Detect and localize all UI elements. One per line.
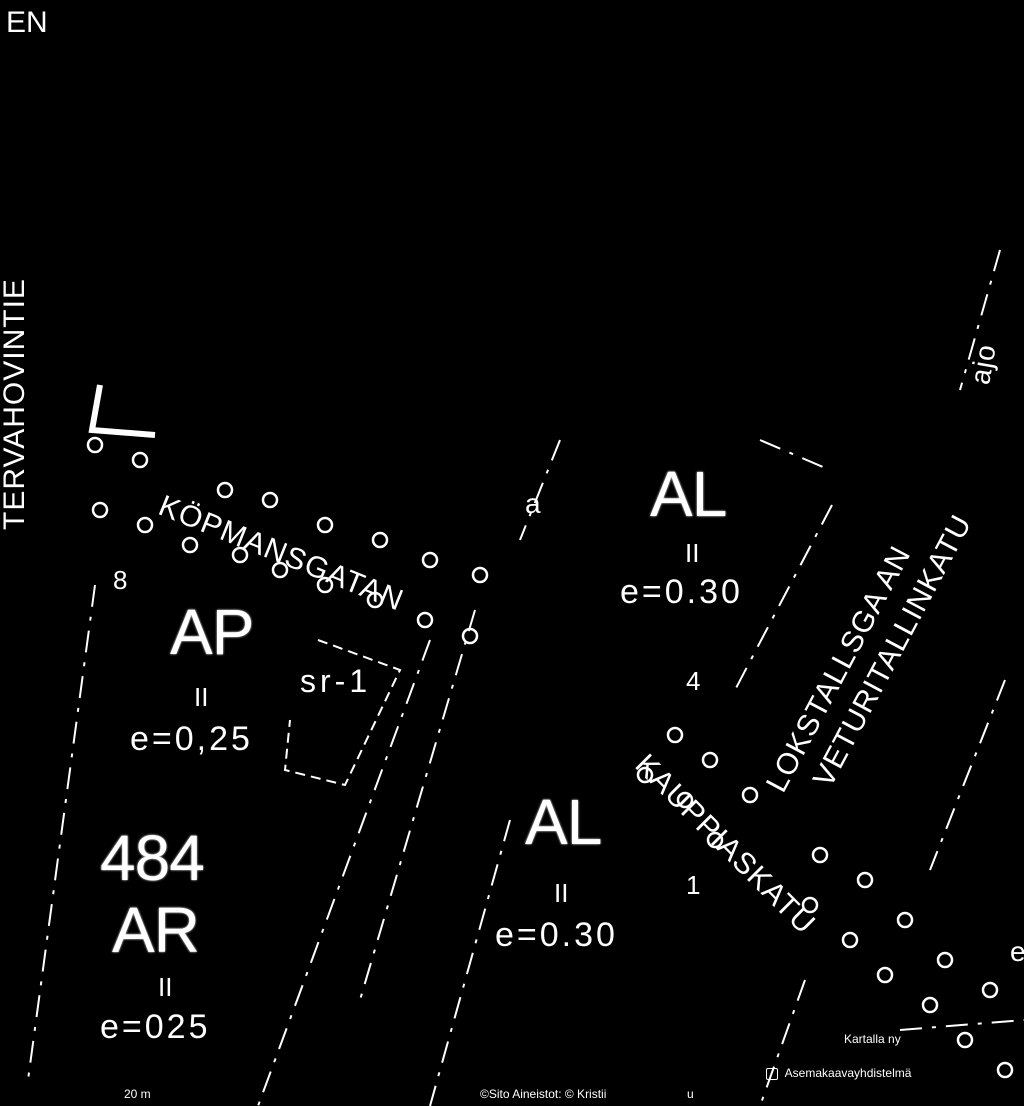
zone-efficiency: e=0,25 [130, 720, 253, 758]
corner-mark [88, 384, 156, 438]
zone-separator: II [158, 972, 173, 1002]
zone-code: AL [525, 786, 602, 858]
block-number: 484 [100, 822, 205, 894]
layer-toggle-icon[interactable] [766, 1067, 778, 1080]
zone-efficiency: e=0.30 [495, 916, 618, 954]
zone-efficiency: e=0.30 [620, 573, 743, 611]
zone-boundaries [27, 249, 1024, 1106]
marker-sr: sr-1 [300, 663, 372, 699]
attribution-extra: u [685, 1086, 696, 1102]
zone-code: AR [112, 894, 200, 966]
layer-item-label: Asemakaavayhdistelmä [784, 1066, 912, 1080]
attribution-text: ©Sito Aineistot: © Kristii [478, 1086, 609, 1102]
tree-symbols [86, 436, 1014, 1079]
plot-number: 8 [113, 565, 128, 595]
zone-efficiency: e=025 [100, 1008, 211, 1046]
sr-zone-outline [283, 639, 402, 787]
marker-a: a [525, 488, 541, 519]
zone-separator: II [554, 878, 569, 908]
map-label-fragment: EN [6, 6, 48, 39]
layer-panel: Kartalla ny Asemakaavayhdistelmä [766, 1020, 980, 1106]
layer-panel-title: Kartalla ny [844, 1032, 901, 1046]
plot-number: 4 [686, 666, 701, 696]
zone-separator: II [685, 538, 700, 568]
plot-number: 1 [686, 870, 701, 900]
layer-item[interactable]: Asemakaavayhdistelmä [766, 1066, 911, 1080]
zone-code: AP [170, 596, 254, 668]
scale-bar: 20 m [122, 1086, 153, 1102]
street-label-ajo: ajo [964, 341, 1002, 387]
zone-separator: II [194, 682, 209, 712]
street-label-tervahovintie: TERVAHOVINTIE [0, 278, 31, 530]
marker-edge: e [1010, 936, 1024, 967]
zone-code: AL [650, 458, 727, 530]
